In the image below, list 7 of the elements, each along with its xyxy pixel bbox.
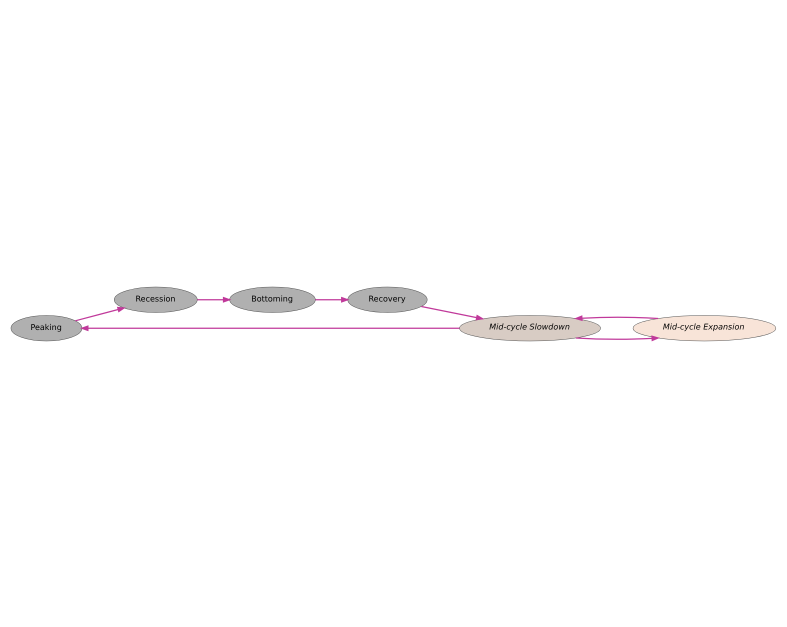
arrow [197,296,232,302]
arrow [75,306,126,321]
arrow [421,305,484,320]
arrow [576,334,660,341]
arrow [315,296,350,302]
arrow [574,314,658,321]
arrow [80,324,460,331]
